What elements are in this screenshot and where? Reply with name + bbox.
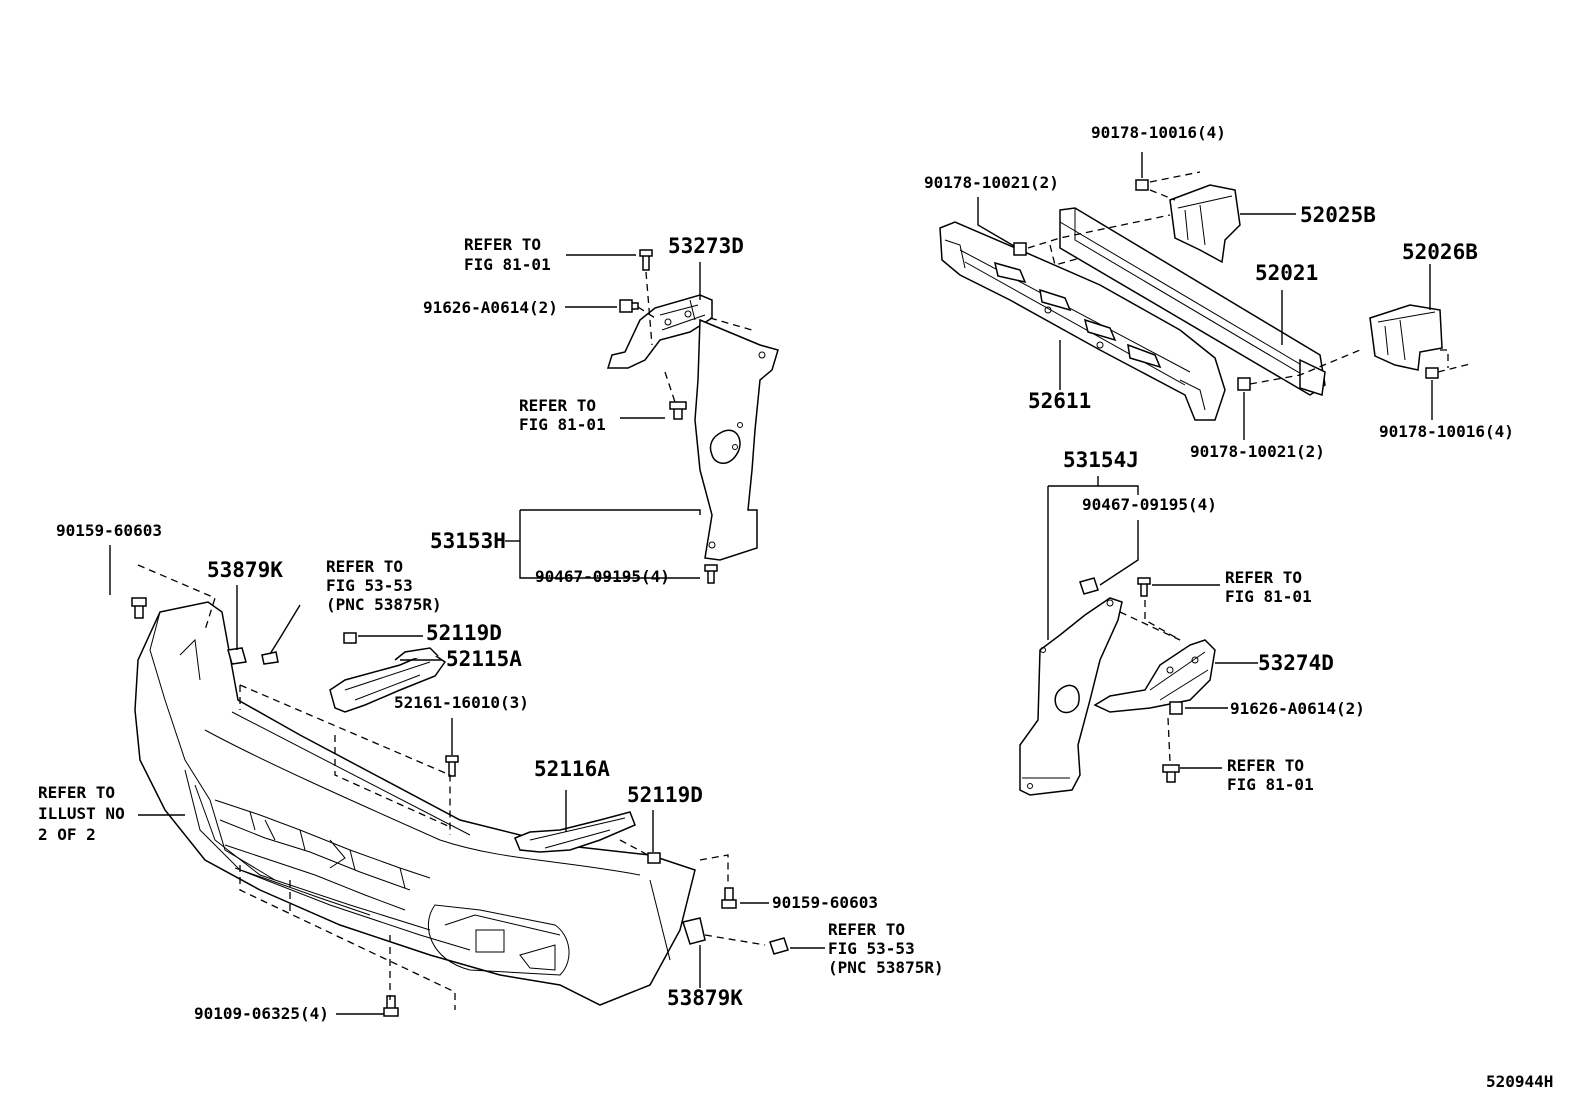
nut-icon [1237, 377, 1251, 391]
label-52161-16010: 52161-16010(3) [394, 693, 529, 712]
screw-icon [1137, 577, 1151, 597]
label-pnc-ref: (PNC 53875R) [828, 958, 944, 977]
clip-icon [445, 755, 459, 777]
retainer-53879k-right [682, 917, 706, 945]
label-pnc-ref: (PNC 53875R) [326, 595, 442, 614]
absorber-52611 [939, 221, 1226, 421]
label-53879k: 53879K [207, 558, 283, 582]
label-refer-to: REFER TO [1227, 756, 1304, 775]
callout-labels: 53273D REFER TO FIG 81-01 91626-A0614(2)… [38, 123, 1553, 1091]
label-52026b: 52026B [1402, 240, 1478, 264]
label-fig-ref: FIG 81-01 [519, 415, 606, 434]
screw-icon [721, 887, 737, 909]
label-53274d: 53274D [1258, 651, 1334, 675]
label-91626-a0614: 91626-A0614(2) [1230, 699, 1365, 718]
label-90178-10016: 90178-10016(4) [1091, 123, 1226, 142]
label-90159-60603: 90159-60603 [56, 521, 162, 540]
nut-icon [1425, 367, 1439, 379]
label-illust-no: ILLUST NO [38, 804, 125, 823]
clip-icon [669, 401, 687, 420]
nut-icon [343, 632, 357, 644]
label-52115a: 52115A [446, 647, 522, 671]
label-52119d: 52119D [426, 621, 502, 645]
nut-icon [647, 852, 661, 864]
label-53153h: 53153H [430, 529, 506, 553]
clip-icon [1079, 577, 1099, 595]
screw-icon [131, 597, 147, 619]
label-90178-10021: 90178-10021(2) [1190, 442, 1325, 461]
shield-53154j [1019, 597, 1123, 796]
label-91626-a0614: 91626-A0614(2) [423, 298, 558, 317]
label-52021: 52021 [1255, 261, 1318, 285]
reinforcement-52021 [1059, 207, 1326, 396]
label-53879k: 53879K [667, 986, 743, 1010]
label-52025b: 52025B [1300, 203, 1376, 227]
label-90467-09195: 90467-09195(4) [535, 567, 670, 586]
label-fig-ref: FIG 81-01 [1225, 587, 1312, 606]
label-2-of-2: 2 OF 2 [38, 825, 96, 844]
label-53154j: 53154J [1063, 448, 1139, 472]
label-fig-ref: FIG 53-53 [828, 939, 915, 958]
label-refer-to: REFER TO [519, 396, 596, 415]
support-52115a [329, 647, 447, 713]
screw-icon [639, 249, 653, 271]
label-52119d: 52119D [627, 783, 703, 807]
label-90159-60603: 90159-60603 [772, 893, 878, 912]
label-refer-to: REFER TO [464, 235, 541, 254]
label-refer-to: REFER TO [1225, 568, 1302, 587]
label-53273d: 53273D [668, 234, 744, 258]
nut-icon [1135, 179, 1149, 191]
label-90109-06325: 90109-06325(4) [194, 1004, 329, 1023]
clip-icon [704, 564, 718, 584]
label-fig-ref: FIG 81-01 [1227, 775, 1314, 794]
label-90178-10016: 90178-10016(4) [1379, 422, 1514, 441]
bracket-53274d [1093, 639, 1216, 713]
bracket-52025b [1169, 184, 1241, 264]
label-refer-to: REFER TO [326, 557, 403, 576]
retainer-53879k-left [227, 647, 247, 665]
label-90178-10021: 90178-10021(2) [924, 173, 1059, 192]
clip-icon [1162, 764, 1180, 783]
figure-code: 520944H [1486, 1072, 1553, 1091]
bumper-cover [134, 601, 696, 1006]
support-52116a [514, 811, 636, 853]
shield-53153h [694, 318, 779, 561]
label-fig-ref: FIG 81-01 [464, 255, 551, 274]
screw-icon [383, 995, 399, 1017]
label-52611: 52611 [1028, 389, 1091, 413]
nut-icon [619, 299, 639, 313]
label-90467-09195: 90467-09195(4) [1082, 495, 1217, 514]
label-fig-ref: FIG 53-53 [326, 576, 413, 595]
nut-icon [1013, 242, 1027, 256]
grille-openings [214, 799, 431, 916]
clip-icon [769, 937, 789, 955]
label-refer-to: REFER TO [38, 783, 115, 802]
nut-icon [1169, 701, 1183, 715]
bracket-52026b [1369, 304, 1443, 371]
label-refer-to: REFER TO [828, 920, 905, 939]
label-52116a: 52116A [534, 757, 610, 781]
